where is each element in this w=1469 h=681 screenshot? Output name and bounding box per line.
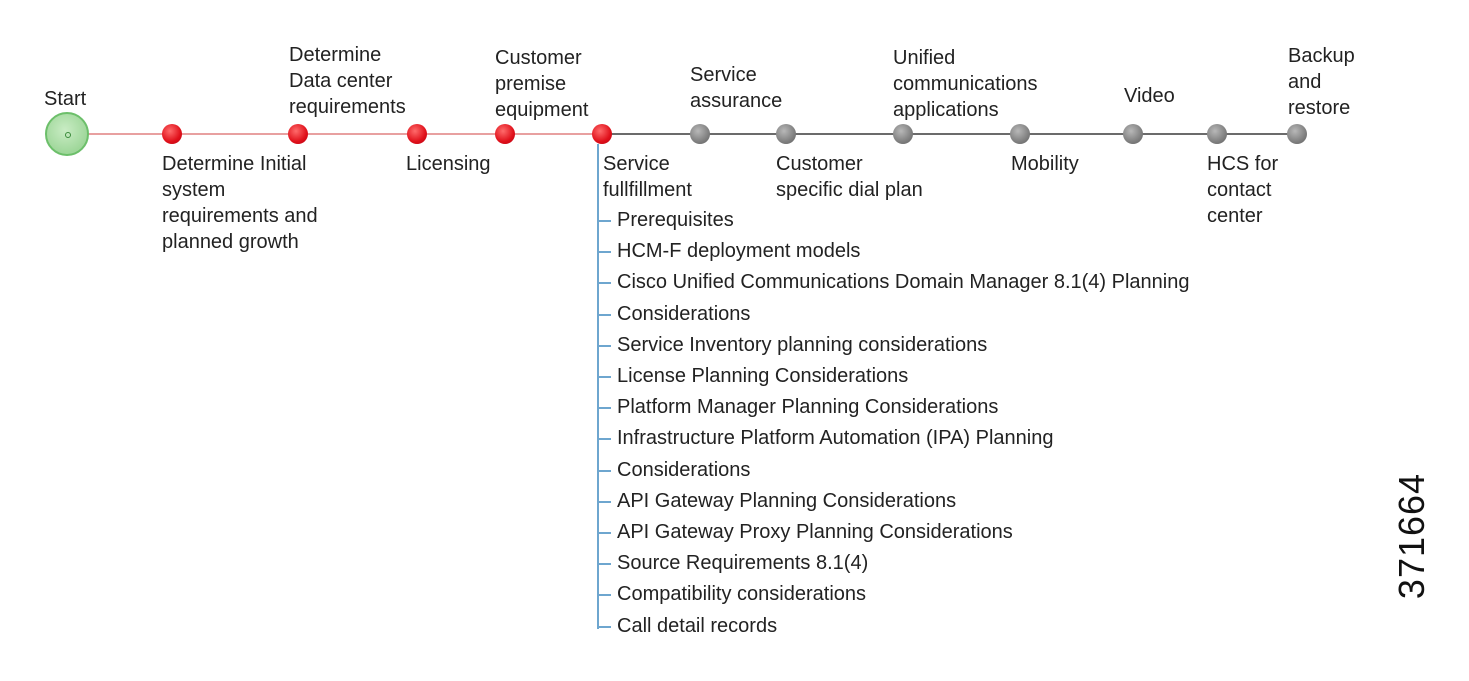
milestone-label-backup-restore: Backup and restore xyxy=(1288,45,1355,119)
milestone-dot-customer-premise xyxy=(495,124,515,144)
milestone-dot-mobility xyxy=(1010,124,1030,144)
start-node xyxy=(45,112,89,156)
milestone-label-licensing: Licensing xyxy=(406,153,491,175)
milestone-label-data-center: Determine Data center requirements xyxy=(289,44,406,118)
milestone-label-initial-requirements: Determine Initial system requirements an… xyxy=(162,153,318,253)
topic-item: Source Requirements 8.1(4) xyxy=(617,552,869,575)
milestone-label-service-assurance: Service assurance xyxy=(690,64,783,112)
topic-item: API Gateway Planning Considerations xyxy=(617,489,957,512)
milestone-label-hcs-contact-center: HCS for contact center xyxy=(1207,153,1279,227)
topic-connector xyxy=(597,251,611,254)
milestone-label-mobility: Mobility xyxy=(1011,153,1079,175)
topic-connector xyxy=(597,220,611,222)
topic-item: Considerations xyxy=(617,302,751,325)
timeline-pending-segment xyxy=(602,133,1298,135)
topic-item: API Gateway Proxy Planning Consideration… xyxy=(617,521,1013,543)
milestone-dot-licensing xyxy=(407,124,427,144)
milestone-dot-initial-requirements xyxy=(162,124,182,144)
milestone-label-service-fulfillment: Service fullfillment xyxy=(603,153,692,201)
topic-connector xyxy=(597,376,611,378)
topic-connector xyxy=(597,282,611,285)
start-label: Start xyxy=(44,88,87,110)
start-node-center xyxy=(65,132,71,138)
milestone-dot-dial-plan xyxy=(776,124,796,144)
milestone-label-video: Video xyxy=(1124,85,1175,107)
topic-connector xyxy=(597,344,611,347)
milestone-dot-hcs-contact-center xyxy=(1207,124,1227,144)
topic-connector xyxy=(597,532,611,534)
topic-item: Service Inventory planning consideration… xyxy=(617,333,988,356)
topic-item: Cisco Unified Communications Domain Mana… xyxy=(617,271,1190,294)
topic-item: Prerequisites xyxy=(617,209,734,231)
milestone-label-dial-plan: Customer specific dial plan xyxy=(776,153,923,201)
figure-number: 371664 xyxy=(1391,472,1432,600)
topic-connector xyxy=(597,563,611,566)
topic-connector xyxy=(597,625,611,628)
service-fulfillment-branch-line xyxy=(597,144,599,629)
topic-item: License Planning Considerations xyxy=(617,365,909,387)
topic-item: Compatibility considerations xyxy=(617,583,867,606)
topic-connector xyxy=(597,469,611,472)
milestone-dot-video xyxy=(1123,124,1143,144)
topic-connector xyxy=(597,407,611,410)
milestone-dot-service-assurance xyxy=(690,124,710,144)
topic-connector xyxy=(597,500,611,503)
topic-item: Considerations xyxy=(617,458,751,481)
topic-item: Platform Manager Planning Considerations xyxy=(617,396,999,419)
milestone-label-customer-premise: Customer premise equipment xyxy=(495,47,589,121)
milestone-dot-uc-applications xyxy=(893,124,913,144)
topic-item: HCM-F deployment models xyxy=(617,240,861,263)
milestone-dot-service-fulfillment xyxy=(592,124,612,144)
topic-item: Call detail records xyxy=(617,614,778,637)
milestone-dot-backup-restore xyxy=(1287,124,1307,144)
topic-connector xyxy=(597,313,611,316)
milestone-dot-data-center xyxy=(288,124,308,144)
topic-connector xyxy=(597,438,611,441)
timeline-completed-segment xyxy=(88,133,602,135)
topic-connector xyxy=(597,594,611,597)
milestone-label-uc-applications: Unified communications applications xyxy=(893,47,1038,121)
topic-item: Infrastructure Platform Automation (IPA)… xyxy=(617,427,1054,450)
